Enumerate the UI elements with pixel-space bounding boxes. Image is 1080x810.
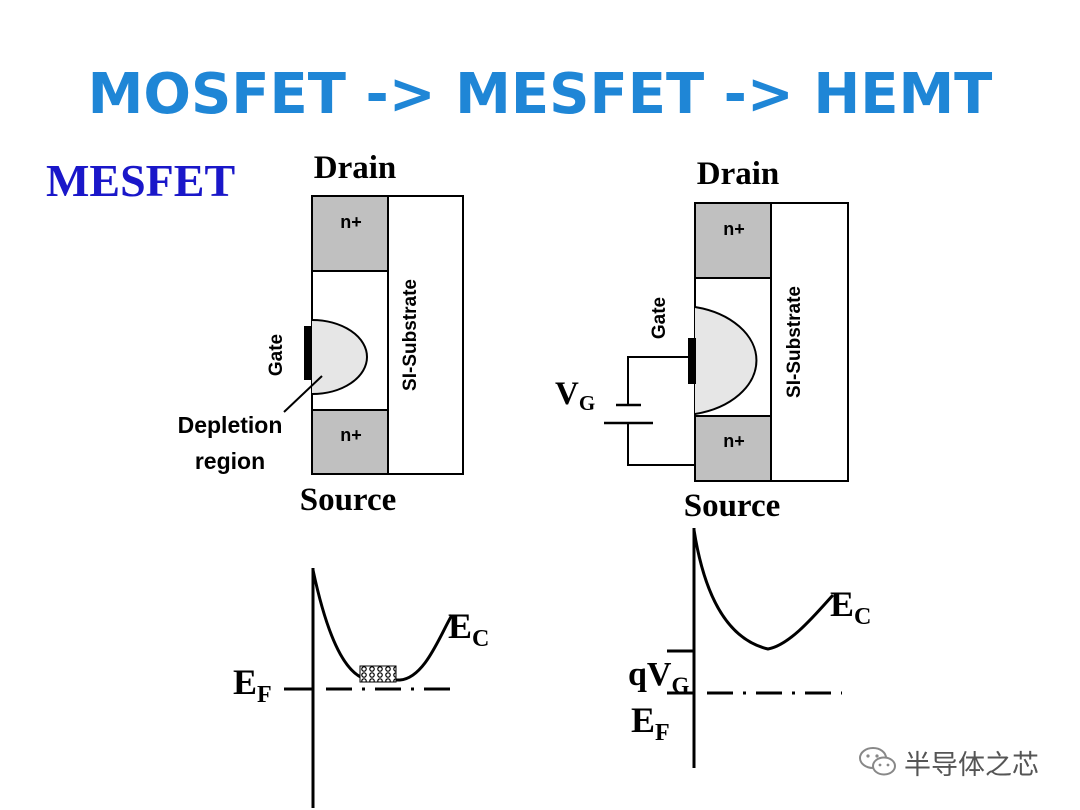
left-gate-label: Gate [266, 334, 287, 376]
left-n-top-label: n+ [340, 212, 362, 232]
left-depletion-label-1: Depletion [178, 412, 283, 438]
left-ec-label: EC [448, 606, 489, 652]
left-band-diagram: EC EF [233, 568, 489, 808]
left-device: Drain n+ n+ Gate SI-Substrate Depletion … [178, 150, 464, 518]
slide-title: MOSFET -> MESFET -> HEMT [87, 62, 993, 127]
left-electron-accumulation [359, 665, 397, 683]
left-gate-contact [304, 326, 312, 380]
right-n-top-label: n+ [723, 219, 745, 239]
watermark-text: 半导体之芯 [904, 749, 1039, 781]
right-gate-label: Gate [649, 297, 670, 339]
left-source-label: Source [300, 482, 397, 518]
wechat-icon [859, 747, 896, 776]
watermark: 半导体之芯 [858, 742, 1039, 782]
right-gate-contact [688, 338, 696, 384]
right-ec-label: EC [830, 584, 871, 630]
bias-wire-top [627, 356, 688, 405]
right-n-bottom-label: n+ [723, 431, 745, 451]
left-ec-curve [311, 569, 454, 682]
right-n-plus-top [694, 202, 772, 279]
right-ef-label: EF [631, 700, 670, 746]
left-n-plus-top [311, 195, 389, 272]
bias-wire-bottom [627, 423, 695, 466]
vg-label: VG [555, 376, 595, 415]
right-depletion-region [694, 306, 758, 415]
right-device: Drain n+ n+ Gate SI-Substrate VG Source [555, 156, 849, 524]
right-band-diagram: EC qVG EF [628, 528, 871, 768]
right-source-label: Source [684, 488, 781, 524]
right-substrate [770, 202, 849, 482]
left-depletion-region [311, 319, 368, 395]
section-label: MESFET [46, 155, 236, 206]
right-qvg-label: qVG [628, 656, 689, 698]
right-ec-curve [692, 529, 835, 651]
right-substrate-label: SI-Substrate [784, 286, 805, 398]
left-n-bottom-label: n+ [340, 425, 362, 445]
left-ef-label: EF [233, 662, 272, 708]
left-drain-label: Drain [314, 150, 397, 186]
left-depletion-pointer [283, 375, 323, 413]
left-substrate [387, 195, 464, 475]
right-drain-label: Drain [697, 156, 780, 192]
left-substrate-label: SI-Substrate [400, 279, 421, 391]
left-depletion-label-2: region [195, 448, 265, 474]
